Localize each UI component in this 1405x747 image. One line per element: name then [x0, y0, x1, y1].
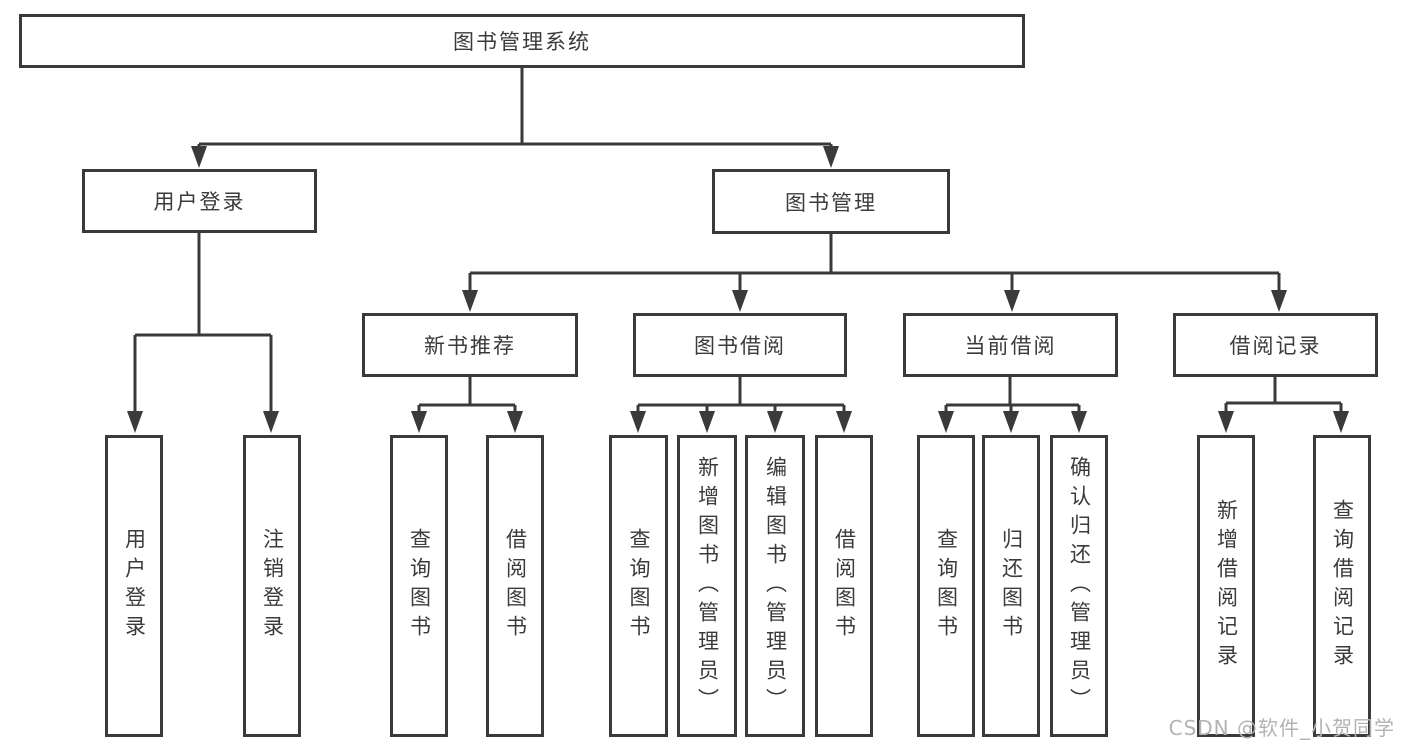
leaf-logout: 注销登录: [243, 435, 301, 737]
node-book-management: 图书管理: [712, 169, 950, 234]
leaf-query-borrow-record-label: 查询借阅记录: [1330, 499, 1355, 673]
leaf-borrow-books-recommend: 借阅图书: [486, 435, 544, 737]
leaf-query-books-current: 查询图书: [917, 435, 975, 737]
leaf-confirm-return-admin: 确认归还（管理员）: [1050, 435, 1108, 737]
leaf-query-borrow-record: 查询借阅记录: [1313, 435, 1371, 737]
leaf-query-books-recommend-label: 查询图书: [407, 528, 432, 644]
node-borrow-records: 借阅记录: [1173, 313, 1378, 377]
leaf-query-books-current-label: 查询图书: [934, 528, 959, 644]
leaf-borrow-books-label: 借阅图书: [832, 528, 857, 644]
leaf-query-books-borrow: 查询图书: [609, 435, 668, 737]
node-user-login: 用户登录: [82, 169, 317, 233]
node-library-system: 图书管理系统: [19, 14, 1025, 68]
leaf-add-borrow-record: 新增借阅记录: [1197, 435, 1255, 737]
node-current-borrow: 当前借阅: [903, 313, 1118, 377]
leaf-edit-book-admin-label: 编辑图书（管理员）: [763, 455, 788, 717]
leaf-add-borrow-record-label: 新增借阅记录: [1214, 499, 1239, 673]
leaf-add-book-admin: 新增图书（管理员）: [677, 435, 737, 737]
leaf-borrow-books: 借阅图书: [815, 435, 873, 737]
leaf-logout-label: 注销登录: [260, 528, 285, 644]
leaf-edit-book-admin: 编辑图书（管理员）: [745, 435, 805, 737]
leaf-borrow-books-recommend-label: 借阅图书: [503, 528, 528, 644]
leaf-add-book-admin-label: 新增图书（管理员）: [695, 455, 720, 717]
node-book-borrow: 图书借阅: [633, 313, 847, 377]
leaf-return-book: 归还图书: [982, 435, 1040, 737]
leaf-query-books-recommend: 查询图书: [390, 435, 448, 737]
leaf-confirm-return-admin-label: 确认归还（管理员）: [1067, 455, 1092, 717]
leaf-return-book-label: 归还图书: [999, 528, 1024, 644]
leaf-user-login-label: 用户登录: [122, 528, 147, 644]
leaf-query-books-borrow-label: 查询图书: [627, 528, 651, 644]
leaf-user-login: 用户登录: [105, 435, 163, 737]
node-new-book-recommend: 新书推荐: [362, 313, 578, 377]
